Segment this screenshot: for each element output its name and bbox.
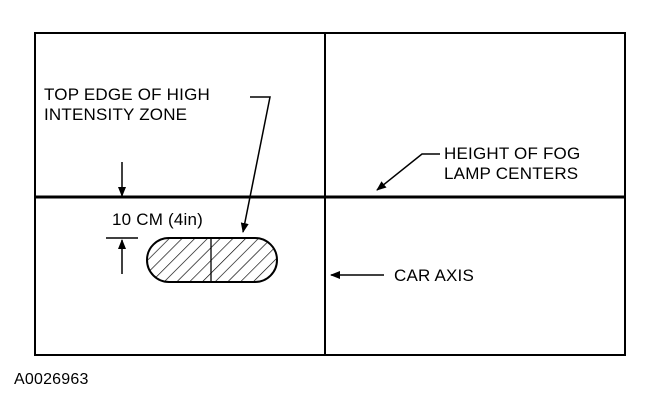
- fog-height-label-line1: HEIGHT OF FOG: [444, 144, 581, 163]
- top-edge-leader: [240, 96, 271, 233]
- high-intensity-zone: [146, 237, 278, 283]
- screen-frame: [34, 32, 626, 356]
- top-edge-label-line2: INTENSITY ZONE: [44, 105, 188, 124]
- fog-height-label-line2: LAMP CENTERS: [444, 164, 579, 183]
- car-axis-label: CAR AXIS: [394, 266, 475, 285]
- top-edge-label-line1: TOP EDGE OF HIGH: [44, 85, 210, 104]
- fog-height-leader: [376, 153, 440, 191]
- figure-id: A0026963: [14, 371, 89, 388]
- dimension-label: 10 CM (4in): [112, 210, 204, 229]
